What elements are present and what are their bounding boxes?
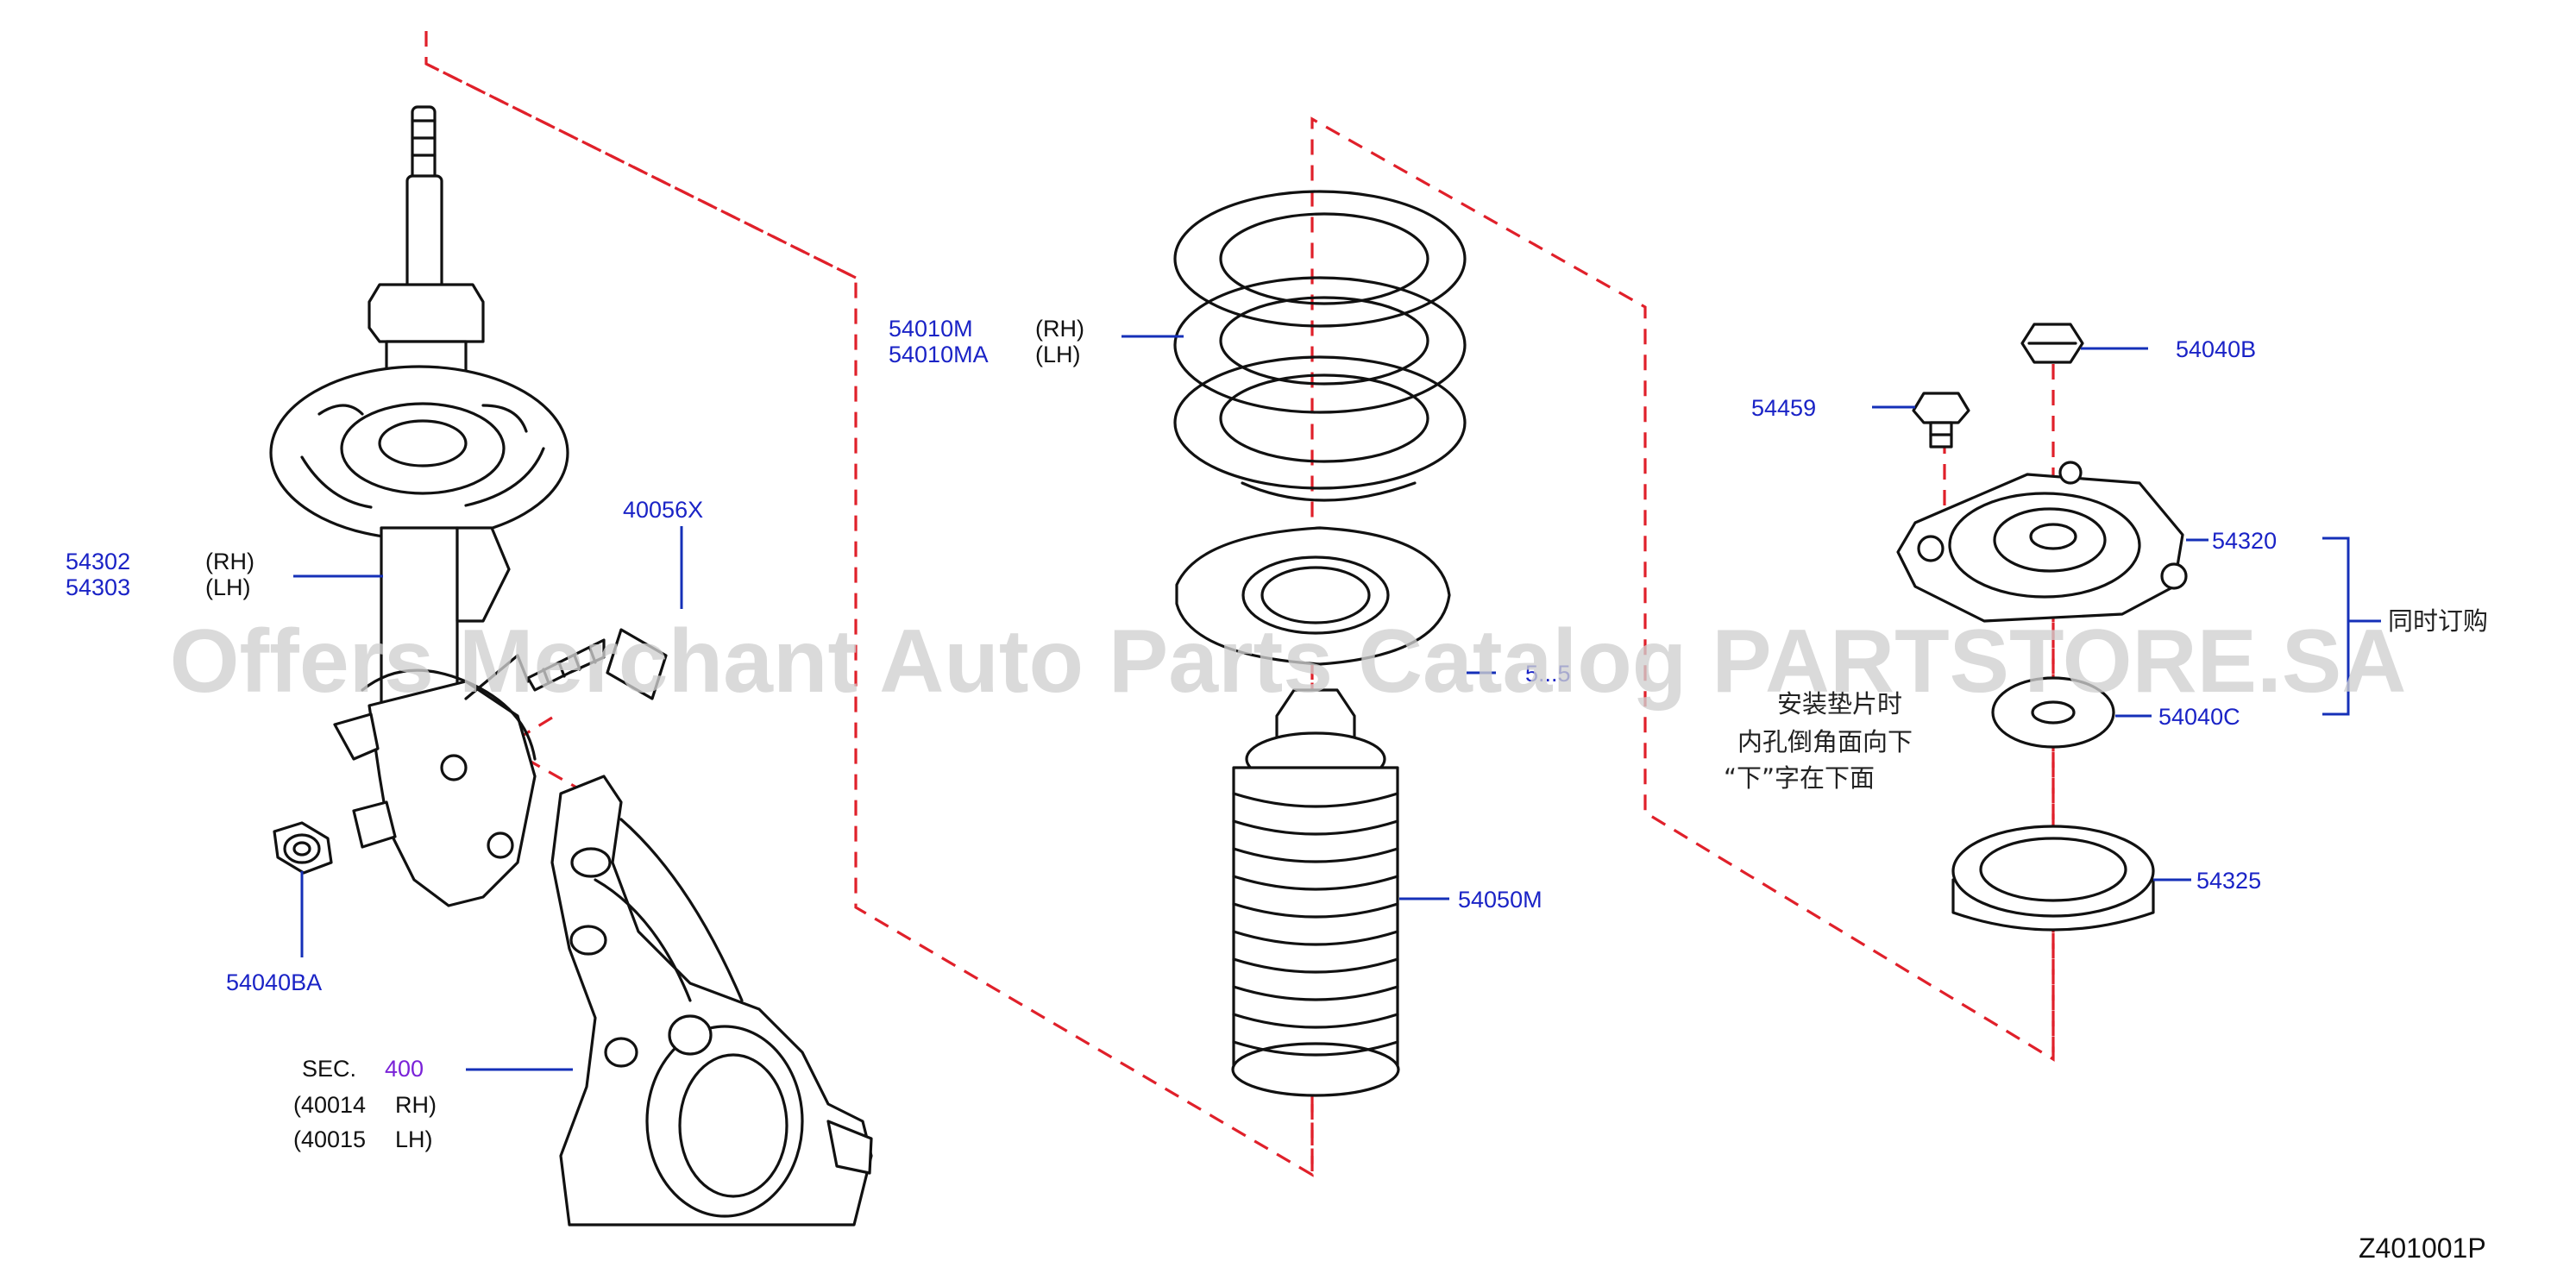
install-note-line-1: 安装垫片时 [1777,689,1902,718]
label-40014: (40014 [293,1092,366,1118]
label-strut-lh: (LH) [205,574,251,600]
nut-54040ba [273,821,333,875]
steering-knuckle [550,775,873,1227]
label-54040c: 54040C [2158,704,2240,730]
spring-seat [1175,526,1451,666]
label-40015: (40015 [293,1126,366,1152]
label-sec-400: 400 [385,1056,424,1082]
label-40014-side: RH) [395,1092,437,1118]
label-strut-rh: (RH) [205,549,254,574]
label-54320: 54320 [2212,528,2277,554]
label-spring-rh: (RH) [1035,316,1084,342]
label-order-together: 同时订购 [2388,606,2488,636]
bolt-40056x [526,628,668,700]
strut-mount [1896,461,2188,623]
label-40056x: 40056X [623,497,703,523]
bearing-54325 [1951,825,2155,932]
nut-54040b [2020,323,2084,364]
bound-bumper [1231,688,1400,1097]
leader-lines [293,335,2208,1071]
install-note-line-3: “下”字在下面 [1724,763,1875,793]
label-54010ma: 54010MA [889,342,989,367]
diagram-code: Z401001P [2359,1233,2486,1264]
label-54459: 54459 [1751,395,1816,421]
label-spring-seat: 5...5 [1525,661,1571,687]
strut-assembly [269,105,569,907]
label-54050m: 54050M [1458,887,1542,913]
coil-spring [1173,190,1467,502]
label-54303: 54303 [66,574,130,600]
label-sec: SEC. [302,1056,356,1082]
label-54040b: 54040B [2176,336,2256,362]
watermark: Offers Merchant Auto Parts Catalog PARTS… [170,612,2407,712]
label-54325: 54325 [2196,868,2261,894]
bolt-54459 [1912,392,1970,449]
washer-54040c [1991,676,2115,749]
order-together-bracket [2322,536,2350,716]
label-spring-lh: (LH) [1035,342,1081,367]
install-note-line-2: 内孔倒角面向下 [1737,727,1913,756]
label-40015-side: LH) [395,1126,433,1152]
label-54040ba: 54040BA [226,969,322,995]
label-54302: 54302 [66,549,130,574]
label-54010m: 54010M [889,316,973,342]
